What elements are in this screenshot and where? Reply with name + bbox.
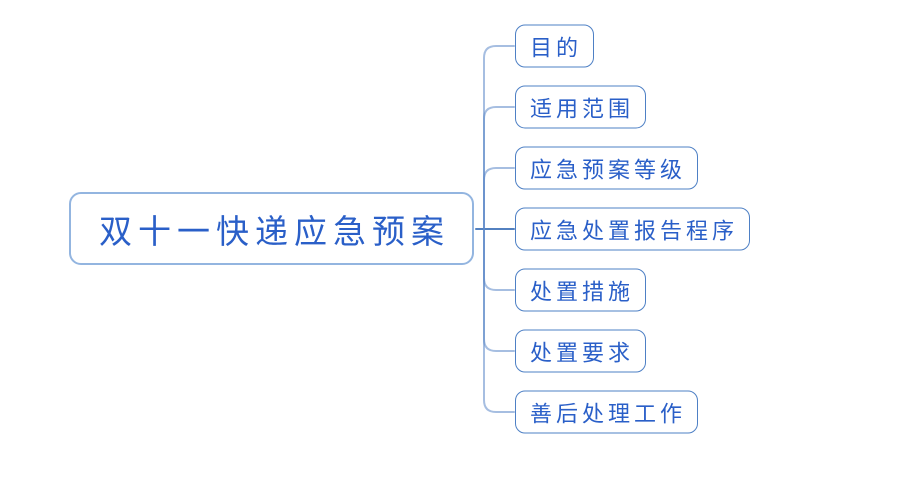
subtopic-label: 目的 <box>530 36 583 61</box>
subtopic-label: 适用范围 <box>530 97 635 122</box>
subtopic-node-plan-level[interactable]: 应急预案等级 <box>515 146 699 190</box>
subtopic-label: 应急处置报告程序 <box>530 219 739 244</box>
connector-branch-1 <box>483 45 515 230</box>
connector-branch-3 <box>483 167 515 230</box>
subtopic-node-scope[interactable]: 适用范围 <box>515 85 647 129</box>
subtopic-node-requirements[interactable]: 处置要求 <box>515 329 647 373</box>
subtopic-label: 应急预案等级 <box>530 158 687 183</box>
connector-branch-5 <box>483 228 515 291</box>
root-topic-label: 双十一快递应急预案 <box>99 211 450 251</box>
connector-branch-6 <box>483 228 515 352</box>
subtopic-label: 处置要求 <box>530 341 635 366</box>
subtopic-node-measures[interactable]: 处置措施 <box>515 268 647 312</box>
subtopic-node-report-procedure[interactable]: 应急处置报告程序 <box>515 207 751 251</box>
subtopic-node-purpose[interactable]: 目的 <box>515 24 595 68</box>
subtopic-label: 善后处理工作 <box>530 402 687 427</box>
connector-branch-2 <box>483 106 515 230</box>
subtopic-node-aftermath[interactable]: 善后处理工作 <box>515 390 699 434</box>
root-topic-node[interactable]: 双十一快递应急预案 <box>69 192 474 265</box>
connector-branch-7 <box>483 228 515 413</box>
subtopic-label: 处置措施 <box>530 280 635 305</box>
